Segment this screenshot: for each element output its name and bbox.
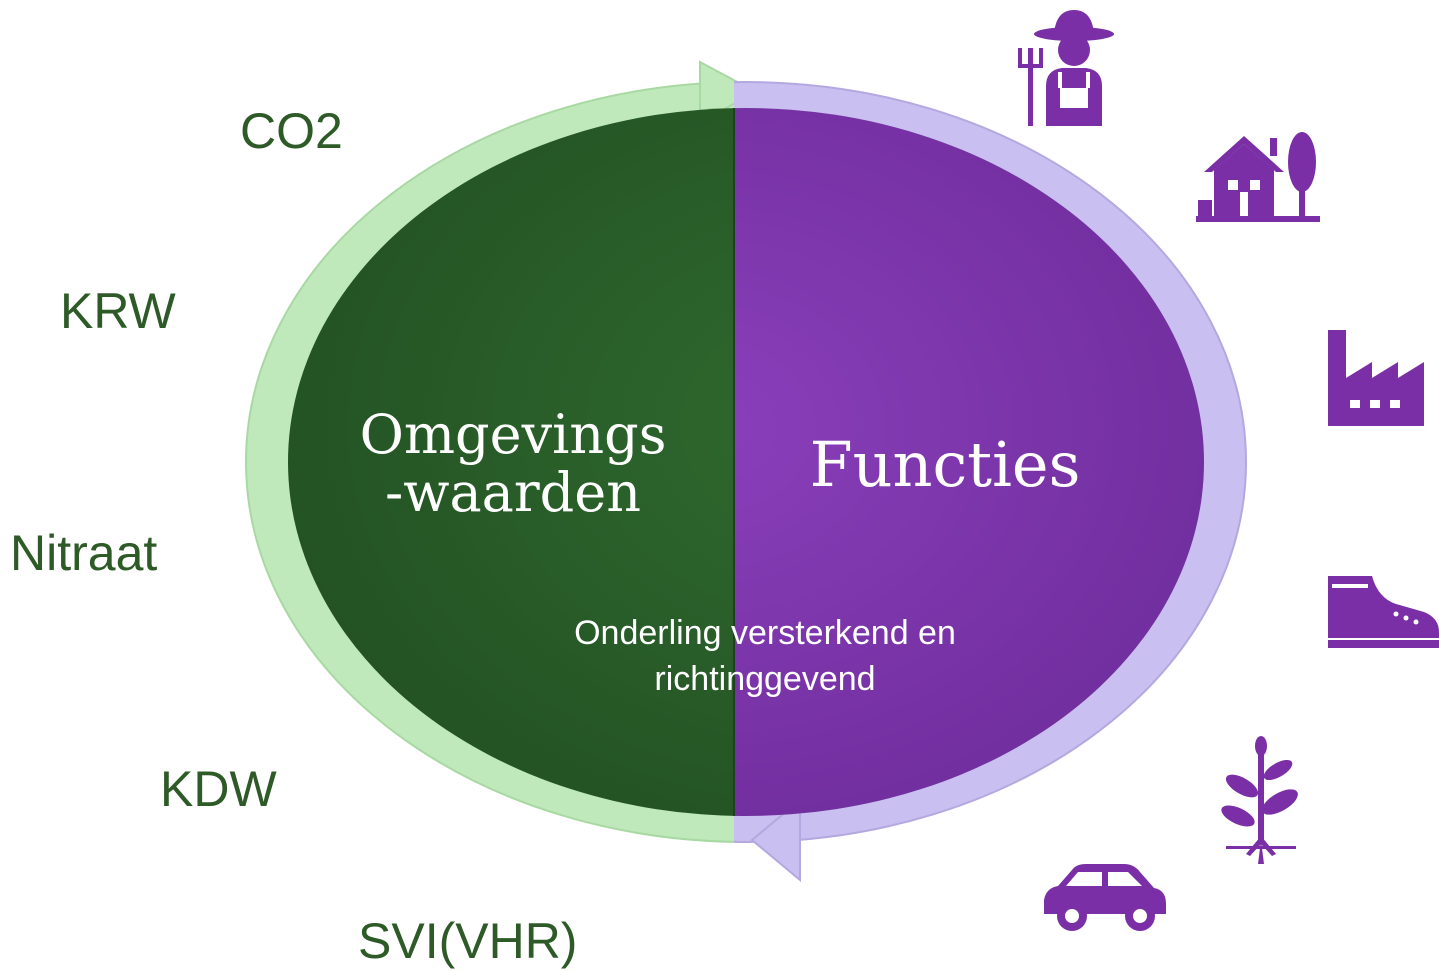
- label-co2: CO2: [240, 103, 343, 159]
- functies-title: Functies: [809, 428, 1081, 501]
- omgevingswaarden-line2: -waarden: [385, 461, 641, 524]
- label-svi-vhr: SVI(VHR): [358, 913, 578, 969]
- factory-icon: [1328, 330, 1424, 426]
- car-icon: [1044, 864, 1166, 931]
- omgevingswaarden-title: Omgevings -waarden: [318, 406, 708, 522]
- relation-caption: Onderling versterkend en richtinggevend: [505, 610, 1025, 702]
- label-nitraat: Nitraat: [10, 525, 158, 581]
- omgevingswaarden-half: [288, 108, 734, 816]
- plant-icon: [1221, 736, 1298, 864]
- farmer-icon: [1018, 10, 1114, 126]
- shoe-icon: [1328, 576, 1439, 648]
- functies-half: [734, 108, 1204, 816]
- house-tree-icon: [1196, 132, 1320, 222]
- relation-caption-line1: Onderling versterkend en: [574, 614, 956, 652]
- omgevingswaarden-line1: Omgevings: [359, 403, 667, 466]
- label-krw: KRW: [60, 283, 176, 339]
- label-kdw: KDW: [160, 761, 277, 817]
- relation-caption-line2: richtinggevend: [654, 660, 876, 698]
